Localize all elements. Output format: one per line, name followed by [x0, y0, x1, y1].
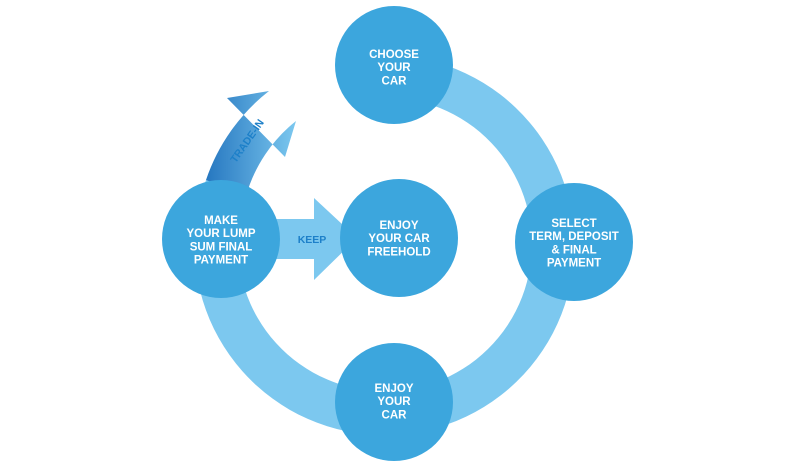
node-label-line: ENJOY — [380, 220, 419, 232]
node-label-line: & FINAL — [551, 244, 596, 256]
node-label-line: CAR — [382, 75, 408, 87]
node-label-line: SELECT — [551, 218, 596, 230]
node-label-line: YOUR — [377, 396, 411, 408]
node-label-line: TERM, DEPOSIT — [529, 231, 618, 243]
node-label-line: YOUR LUMP — [187, 228, 256, 240]
node-label-line: CHOOSE — [369, 49, 419, 61]
node-label-line: YOUR — [377, 62, 411, 74]
keep-arrow — [275, 198, 357, 280]
node-label-line: CAR — [382, 409, 408, 421]
node-label-line: FREEHOLD — [367, 246, 430, 258]
node-label-line: MAKE — [204, 215, 238, 227]
trade-in-arrow — [206, 91, 296, 196]
node-label-line: SUM FINAL — [190, 241, 253, 253]
node-label-line: PAYMENT — [547, 258, 601, 270]
node-label-line: ENJOY — [375, 383, 414, 395]
node-label-line: PAYMENT — [194, 255, 248, 267]
keep-label: KEEP — [298, 234, 327, 246]
node-label-line: YOUR CAR — [368, 233, 430, 245]
